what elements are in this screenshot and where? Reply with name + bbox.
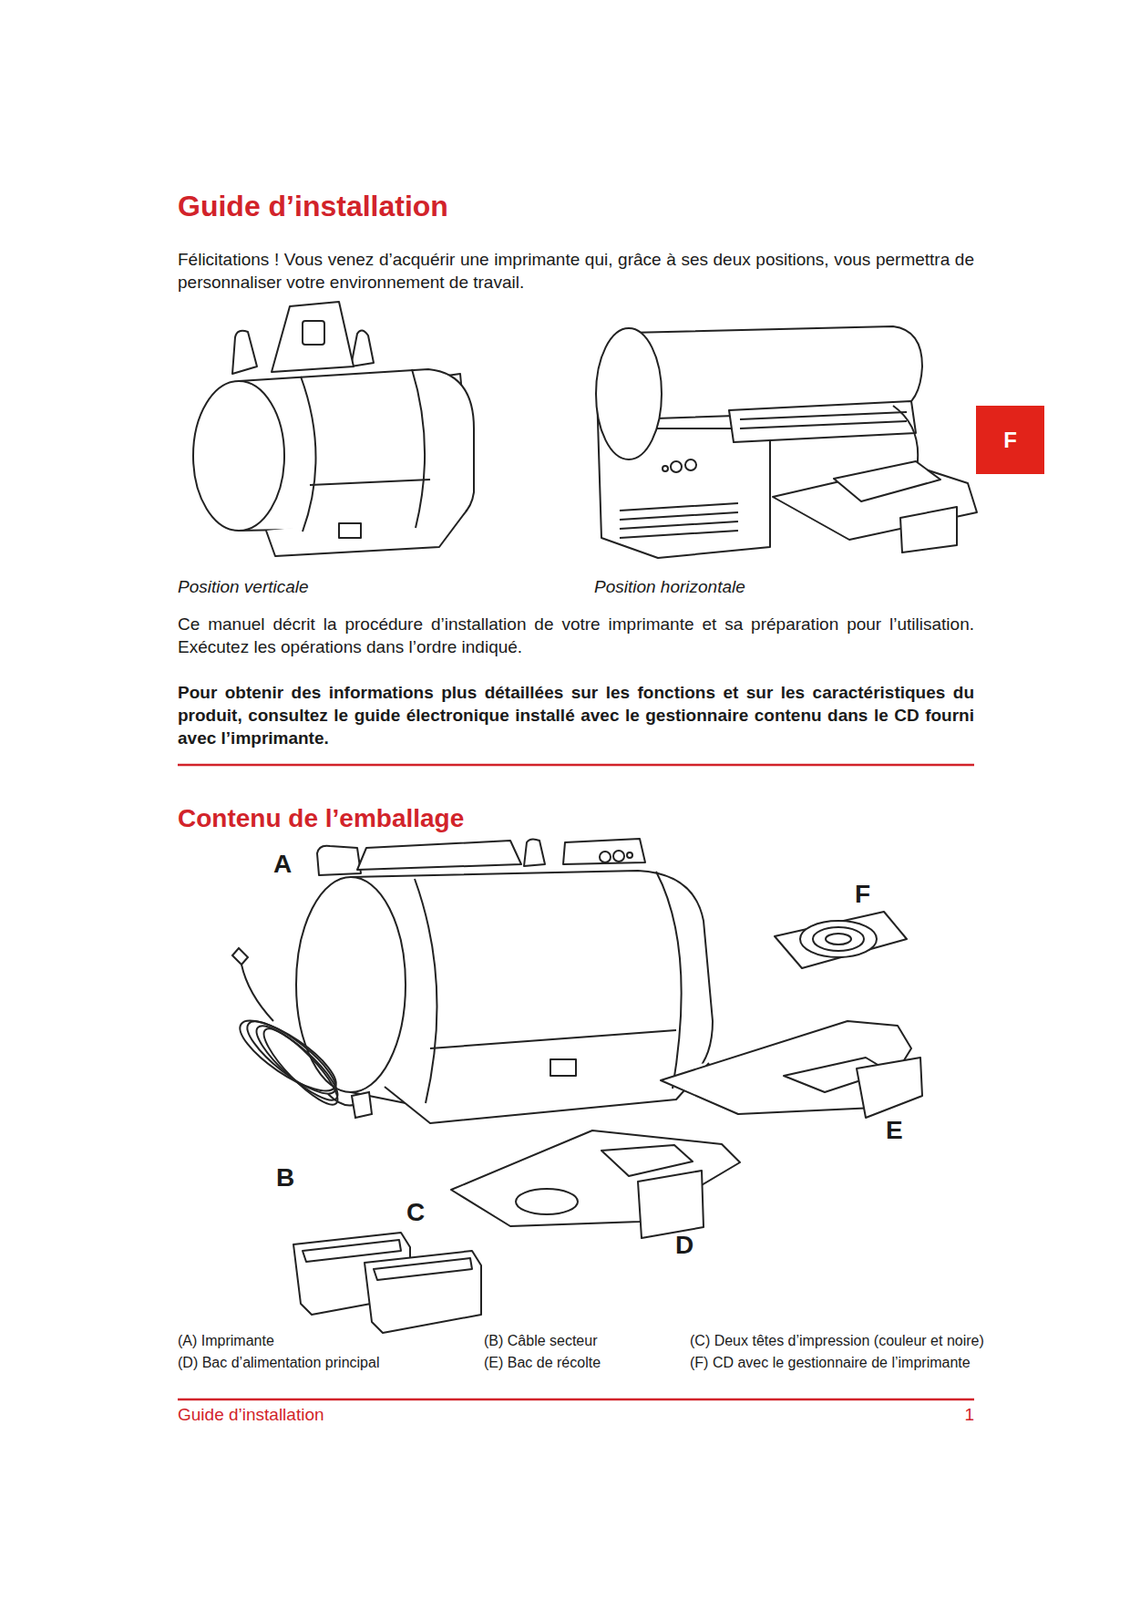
vertical-printer <box>193 301 474 556</box>
parts-list-item: (C) Deux têtes d’impression (couleur et … <box>689 1332 985 1349</box>
callout-letter: D <box>675 1230 694 1260</box>
parts-list-item: (F) CD avec le gestionnaire de l’imprima… <box>689 1354 971 1371</box>
parts-list-item: (E) Bac de récolte <box>483 1354 601 1371</box>
horizontal-printer <box>595 326 977 558</box>
callout-letter: B <box>276 1162 295 1192</box>
print-heads <box>293 1232 482 1333</box>
callout-letter: E <box>885 1115 904 1145</box>
footer-title: Guide d’installation <box>177 1404 325 1425</box>
page-title: Guide d’installation <box>177 189 449 224</box>
body-paragraph: Ce manuel décrit la procédure d’installa… <box>177 612 975 658</box>
rules <box>177 764 975 1399</box>
bold-paragraph: Pour obtenir des informations plus détai… <box>177 680 975 750</box>
paper-tray-d <box>451 1130 740 1238</box>
tab-letter: F <box>1003 427 1017 453</box>
cd-case <box>774 911 907 968</box>
power-cable <box>230 947 372 1118</box>
page-number: 1 <box>928 1404 975 1425</box>
figure-caption: Position verticale <box>177 576 309 597</box>
callout-letter: A <box>273 849 292 879</box>
parts-list-item: (A) Imprimante <box>177 1332 275 1349</box>
figure-caption: Position horizontale <box>594 576 746 597</box>
intro-paragraph: Félicitations ! Vous venez d’acquérir un… <box>177 247 975 294</box>
callout-letter: F <box>854 879 871 909</box>
section-heading: Contenu de l’emballage <box>177 803 464 833</box>
parts-list-item: (B) Câble secteur <box>483 1332 598 1349</box>
printer-a <box>296 838 713 1123</box>
callout-letter: C <box>406 1197 425 1227</box>
parts-list-item: (D) Bac d’alimentation principal <box>177 1354 380 1371</box>
section-tab: F <box>975 405 1045 474</box>
output-tray-e <box>660 1020 923 1118</box>
